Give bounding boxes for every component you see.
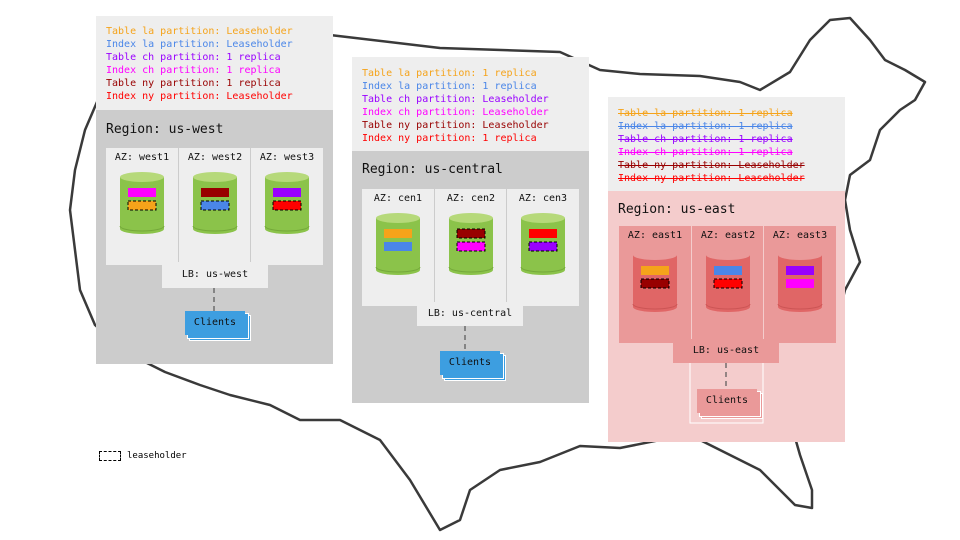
az-label: AZ: west1 bbox=[114, 152, 170, 163]
legend-line: Index la partition: 1 replica bbox=[362, 81, 537, 92]
az-cen2: AZ: cen2 bbox=[434, 189, 507, 306]
database-cylinder-icon bbox=[705, 250, 751, 312]
az-west2: AZ: west2 bbox=[178, 148, 251, 265]
legend-line: Table ch partition: 1 replica bbox=[618, 134, 793, 145]
az-cen1: AZ: cen1 bbox=[362, 189, 434, 306]
legend-line: Index ch partition: 1 replica bbox=[106, 65, 281, 76]
legend-line: Table la partition: Leaseholder bbox=[106, 26, 293, 37]
legend-line: Index la partition: 1 replica bbox=[618, 121, 793, 132]
region-title: Region: us-west bbox=[106, 122, 224, 137]
legend-line: Index ch partition: Leaseholder bbox=[362, 107, 549, 118]
leaseholder-partition-block bbox=[200, 200, 230, 211]
load-balancer-us-central: LB: us-central bbox=[417, 302, 523, 326]
az-label: AZ: west3 bbox=[259, 152, 315, 163]
leaseholder-partition-block bbox=[640, 278, 670, 289]
database-cylinder-icon bbox=[448, 213, 494, 275]
clients-us-west: Clients bbox=[185, 311, 251, 341]
database-cylinder-icon bbox=[632, 250, 678, 312]
load-balancer-us-west: LB: us-west bbox=[162, 262, 268, 288]
replica-partition-block bbox=[201, 188, 229, 197]
clients-label: Clients bbox=[193, 317, 237, 328]
region-us-east: Region: us-east AZ: east1 AZ: east2 AZ: … bbox=[608, 191, 845, 442]
region-us-west: Region: us-west AZ: west1 AZ: west2 AZ: … bbox=[96, 110, 333, 364]
az-row-us-east: AZ: east1 AZ: east2 AZ: east3 bbox=[619, 226, 836, 343]
az-label: AZ: east2 bbox=[700, 230, 756, 241]
az-west1: AZ: west1 bbox=[106, 148, 178, 265]
database-cylinder-icon bbox=[520, 213, 566, 275]
replica-partition-block bbox=[128, 188, 156, 197]
az-east3: AZ: east3 bbox=[763, 226, 836, 343]
leaseholder-partition-block bbox=[272, 200, 302, 211]
legend-line: Index ch partition: 1 replica bbox=[618, 147, 793, 158]
legend-line: Table la partition: 1 replica bbox=[618, 108, 793, 119]
legend-line: Table ny partition: Leaseholder bbox=[362, 120, 549, 131]
replica-partition-block bbox=[384, 229, 412, 238]
partition-legend-us-west: Table la partition: Leaseholder Index la… bbox=[96, 16, 333, 110]
replica-partition-block bbox=[641, 266, 669, 275]
replica-partition-block bbox=[384, 242, 412, 251]
az-label: AZ: cen2 bbox=[446, 193, 496, 204]
region-title: Region: us-east bbox=[618, 202, 736, 217]
partition-legend-us-east: Table la partition: 1 replica Index la p… bbox=[608, 97, 845, 191]
legend-line: Table ny partition: 1 replica bbox=[106, 78, 281, 89]
load-balancer-us-east: LB: us-east bbox=[673, 339, 779, 363]
leaseholder-partition-block bbox=[528, 241, 558, 252]
replica-partition-block bbox=[714, 266, 742, 275]
legend-line: Index ny partition: 1 replica bbox=[362, 133, 537, 144]
legend-line: Table la partition: 1 replica bbox=[362, 68, 537, 79]
legend-line: Table ny partition: Leaseholder bbox=[618, 160, 805, 171]
leaseholder-key-swatch bbox=[99, 451, 121, 461]
az-east2: AZ: east2 bbox=[691, 226, 764, 343]
database-cylinder-icon bbox=[375, 213, 421, 275]
az-label: AZ: west2 bbox=[187, 152, 243, 163]
az-row-us-central: AZ: cen1 AZ: cen2 AZ: cen3 bbox=[362, 189, 579, 306]
az-label: AZ: cen1 bbox=[373, 193, 423, 204]
legend-line: Table ch partition: 1 replica bbox=[106, 52, 281, 63]
clients-label: Clients bbox=[705, 395, 749, 406]
replica-partition-block bbox=[273, 188, 301, 197]
leaseholder-partition-block bbox=[127, 200, 157, 211]
database-cylinder-icon bbox=[777, 250, 823, 312]
az-label: AZ: cen3 bbox=[518, 193, 568, 204]
az-label: AZ: east1 bbox=[627, 230, 683, 241]
az-label: AZ: east3 bbox=[772, 230, 828, 241]
region-panel-us-east: Table la partition: 1 replica Index la p… bbox=[608, 97, 845, 442]
region-panel-us-west: Table la partition: Leaseholder Index la… bbox=[96, 16, 333, 364]
replica-partition-block bbox=[529, 229, 557, 238]
legend-line: Index ny partition: Leaseholder bbox=[618, 173, 805, 184]
replica-partition-block bbox=[786, 279, 814, 288]
database-cylinder-icon bbox=[192, 172, 238, 234]
clients-label: Clients bbox=[448, 357, 492, 368]
az-cen3: AZ: cen3 bbox=[506, 189, 579, 306]
leaseholder-key-label: leaseholder bbox=[127, 451, 187, 461]
leaseholder-partition-block bbox=[456, 228, 486, 239]
az-west3: AZ: west3 bbox=[250, 148, 323, 265]
region-title: Region: us-central bbox=[362, 162, 503, 177]
partition-legend-us-central: Table la partition: 1 replica Index la p… bbox=[352, 57, 589, 151]
leaseholder-partition-block bbox=[713, 278, 743, 289]
legend-line: Index la partition: Leaseholder bbox=[106, 39, 293, 50]
az-row-us-west: AZ: west1 AZ: west2 AZ: west3 bbox=[106, 148, 323, 265]
legend-line: Table ch partition: Leaseholder bbox=[362, 94, 549, 105]
legend-line: Index ny partition: Leaseholder bbox=[106, 91, 293, 102]
clients-us-east: Clients bbox=[697, 389, 763, 419]
database-cylinder-icon bbox=[119, 172, 165, 234]
az-east1: AZ: east1 bbox=[619, 226, 691, 343]
leaseholder-partition-block bbox=[456, 241, 486, 252]
database-cylinder-icon bbox=[264, 172, 310, 234]
replica-partition-block bbox=[786, 266, 814, 275]
region-us-central: Region: us-central AZ: cen1 AZ: cen2 AZ:… bbox=[352, 151, 589, 403]
clients-us-central: Clients bbox=[440, 351, 506, 381]
region-panel-us-central: Table la partition: 1 replica Index la p… bbox=[352, 57, 589, 403]
